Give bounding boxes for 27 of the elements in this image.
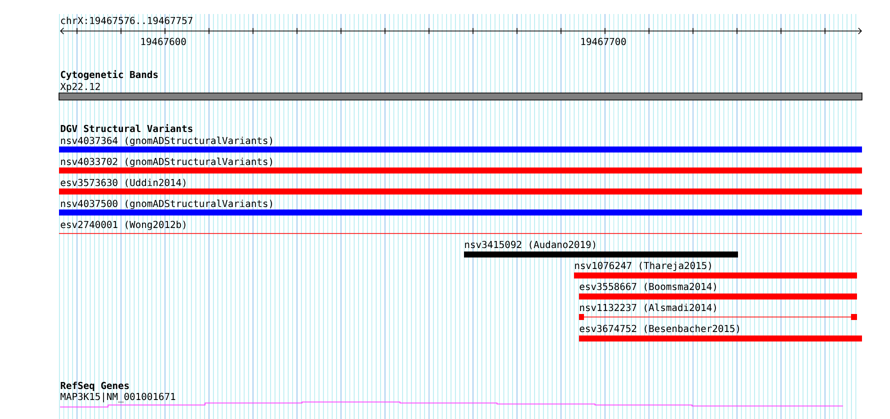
node-label: Xp22.12 <box>60 82 100 92</box>
feature-bar: nsv4033702 (gnomADStructuralVariants) <box>59 158 862 174</box>
node-label: nsv1076247 (Thareja2015) <box>575 262 711 271</box>
feature-bar: nsv1076247 (Thareja2015) <box>574 262 857 278</box>
feature-bar: nsv1132237 (Alsmadi2014) <box>578 304 858 320</box>
feature-bar: esv2740001 (Wong2012b) <box>58 220 862 234</box>
track-title: Cytogenetic Bands <box>60 70 158 80</box>
gene-model: MAP3K15|NM_001001671 <box>60 392 844 408</box>
feature-bar: nsv4037364 (gnomADStructuralVariants) <box>59 136 862 152</box>
track-title: DGV Structural Variants <box>60 124 192 132</box>
tick-label: 19467600 <box>141 38 186 46</box>
node-label: esv3558667 (Boomsma2014) <box>580 282 716 292</box>
chromosome-band: Xp22.12 <box>58 82 862 100</box>
tick-label: 19467700 <box>581 38 626 46</box>
coordinate-range: chrX:19467576..19467757 <box>61 16 192 24</box>
feature-bar: nsv4037500 (gnomADStructuralVariants) <box>59 200 862 216</box>
feature-bar: esv3573630 (Uddin2014) <box>59 178 862 194</box>
node-label: nsv4033702 (gnomADStructuralVariants) <box>61 158 272 168</box>
feature-bar: esv3674752 (Besenbacher2015) <box>579 324 862 342</box>
node-label: esv3674752 (Besenbacher2015) <box>580 324 740 334</box>
feature-bar: esv3558667 (Boomsma2014) <box>579 282 857 300</box>
node-label: esv3573630 (Uddin2014) <box>60 178 186 188</box>
node-label: nsv1132237 (Alsmadi2014) <box>580 304 716 312</box>
node-label: nsv4037500 (gnomADStructuralVariants) <box>61 200 272 210</box>
node-label: nsv4037364 (gnomADStructuralVariants) <box>61 136 272 146</box>
node-label: nsv3415092 (Audano2019) <box>465 240 596 250</box>
feature-bar: nsv3415092 (Audano2019) <box>464 240 738 258</box>
